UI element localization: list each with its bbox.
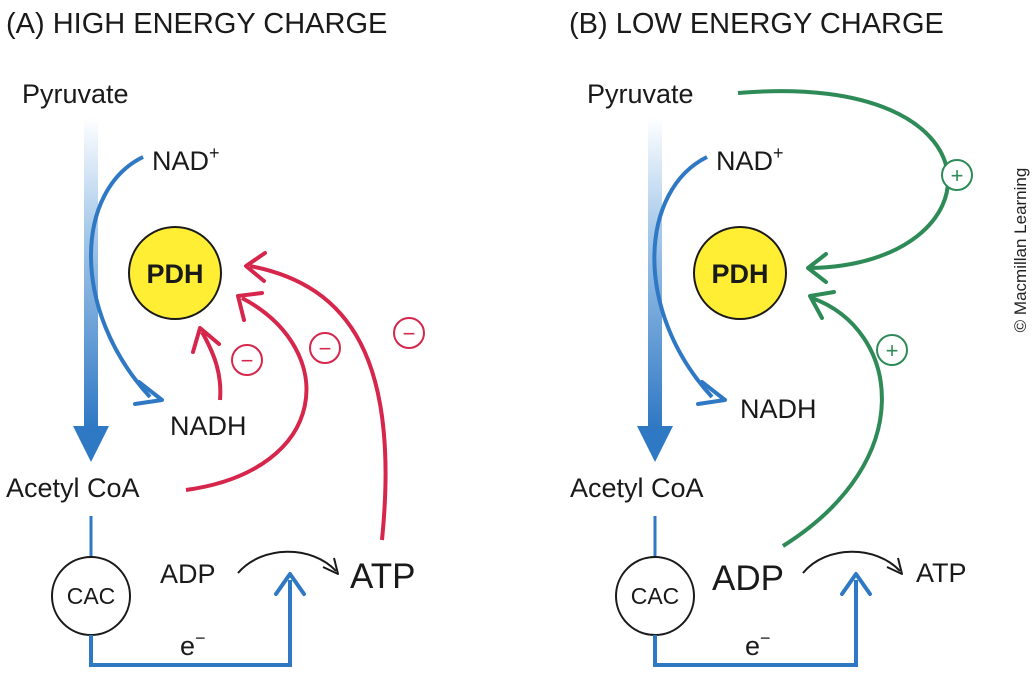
panel-b-flux-arrow (637, 118, 673, 462)
panel-b-adp-activation-arrow (781, 290, 884, 548)
panel-b-nad-to-nadh-arrow (652, 155, 727, 406)
panel-b-atp-label: ATP (916, 558, 967, 588)
panel-b-pdh-enzyme: PDH (693, 226, 787, 320)
panel-b: (B) LOW ENERGY CHARGE Pyruvate NAD+ PDH … (569, 8, 973, 667)
panel-a-cac-label: CAC (67, 583, 116, 609)
panel-a-flux-arrow (73, 118, 109, 462)
panel-b-adp-to-atp-arrow (802, 550, 903, 575)
panel-a-electron-path (89, 572, 306, 667)
svg-text:−: − (241, 348, 254, 373)
panel-b-cac-label: CAC (631, 583, 680, 609)
panel-a-pdh-label: PDH (146, 259, 203, 289)
panel-a-adp-label: ADP (160, 559, 216, 589)
panel-a-acetyl-coa-label: Acetyl CoA (6, 473, 140, 503)
panel-a-atp-label: ATP (350, 557, 415, 596)
panel-a-cac-cycle: CAC (51, 556, 131, 636)
panel-a-nad-to-nadh-arrow (89, 155, 164, 406)
panel-a: (A) HIGH ENERGY CHARGE Pyruvate NAD+ PDH… (6, 8, 425, 667)
panel-b-electron-label: e− (745, 628, 771, 661)
svg-text:+: + (886, 338, 899, 363)
panel-a-minus-sign-1: − (231, 344, 263, 376)
panel-a-atp-inhibition-arrow (244, 251, 388, 541)
panel-a-adp-to-atp-arrow (237, 550, 339, 575)
panel-a-nad-label: NAD+ (152, 143, 220, 176)
panel-b-cac-cycle: CAC (615, 556, 695, 636)
panel-b-electron-path (653, 572, 872, 667)
panel-a-pdh-enzyme: PDH (128, 226, 222, 320)
panel-a-electron-label: e− (180, 628, 206, 661)
panel-b-nad-label: NAD+ (716, 143, 784, 176)
svg-text:−: − (403, 321, 416, 346)
panel-a-minus-sign-3: − (393, 317, 425, 349)
svg-text:+: + (951, 163, 964, 188)
panel-b-acetyl-coa-label: Acetyl CoA (570, 473, 704, 503)
panel-b-plus-sign-2: + (876, 334, 908, 366)
panel-a-nadh-inhibition-arrow (191, 326, 223, 401)
panel-b-plus-sign-1: + (941, 159, 973, 191)
svg-text:−: − (319, 336, 332, 361)
panel-b-nadh-label: NADH (740, 394, 817, 424)
panel-a-nadh-label: NADH (170, 411, 247, 441)
panel-a-acetylcoa-inhibition-arrow (185, 291, 309, 492)
copyright-notice: © Macmillan Learning (1011, 168, 1030, 333)
panel-a-title: (A) HIGH ENERGY CHARGE (6, 8, 387, 40)
panel-b-title: (B) LOW ENERGY CHARGE (569, 8, 944, 40)
panel-a-minus-sign-2: − (309, 332, 341, 364)
panel-b-pdh-label: PDH (711, 259, 768, 289)
panel-b-pyruvate-label: Pyruvate (587, 79, 694, 109)
panel-a-pyruvate-label: Pyruvate (22, 79, 129, 109)
panel-b-adp-label: ADP (712, 559, 784, 598)
